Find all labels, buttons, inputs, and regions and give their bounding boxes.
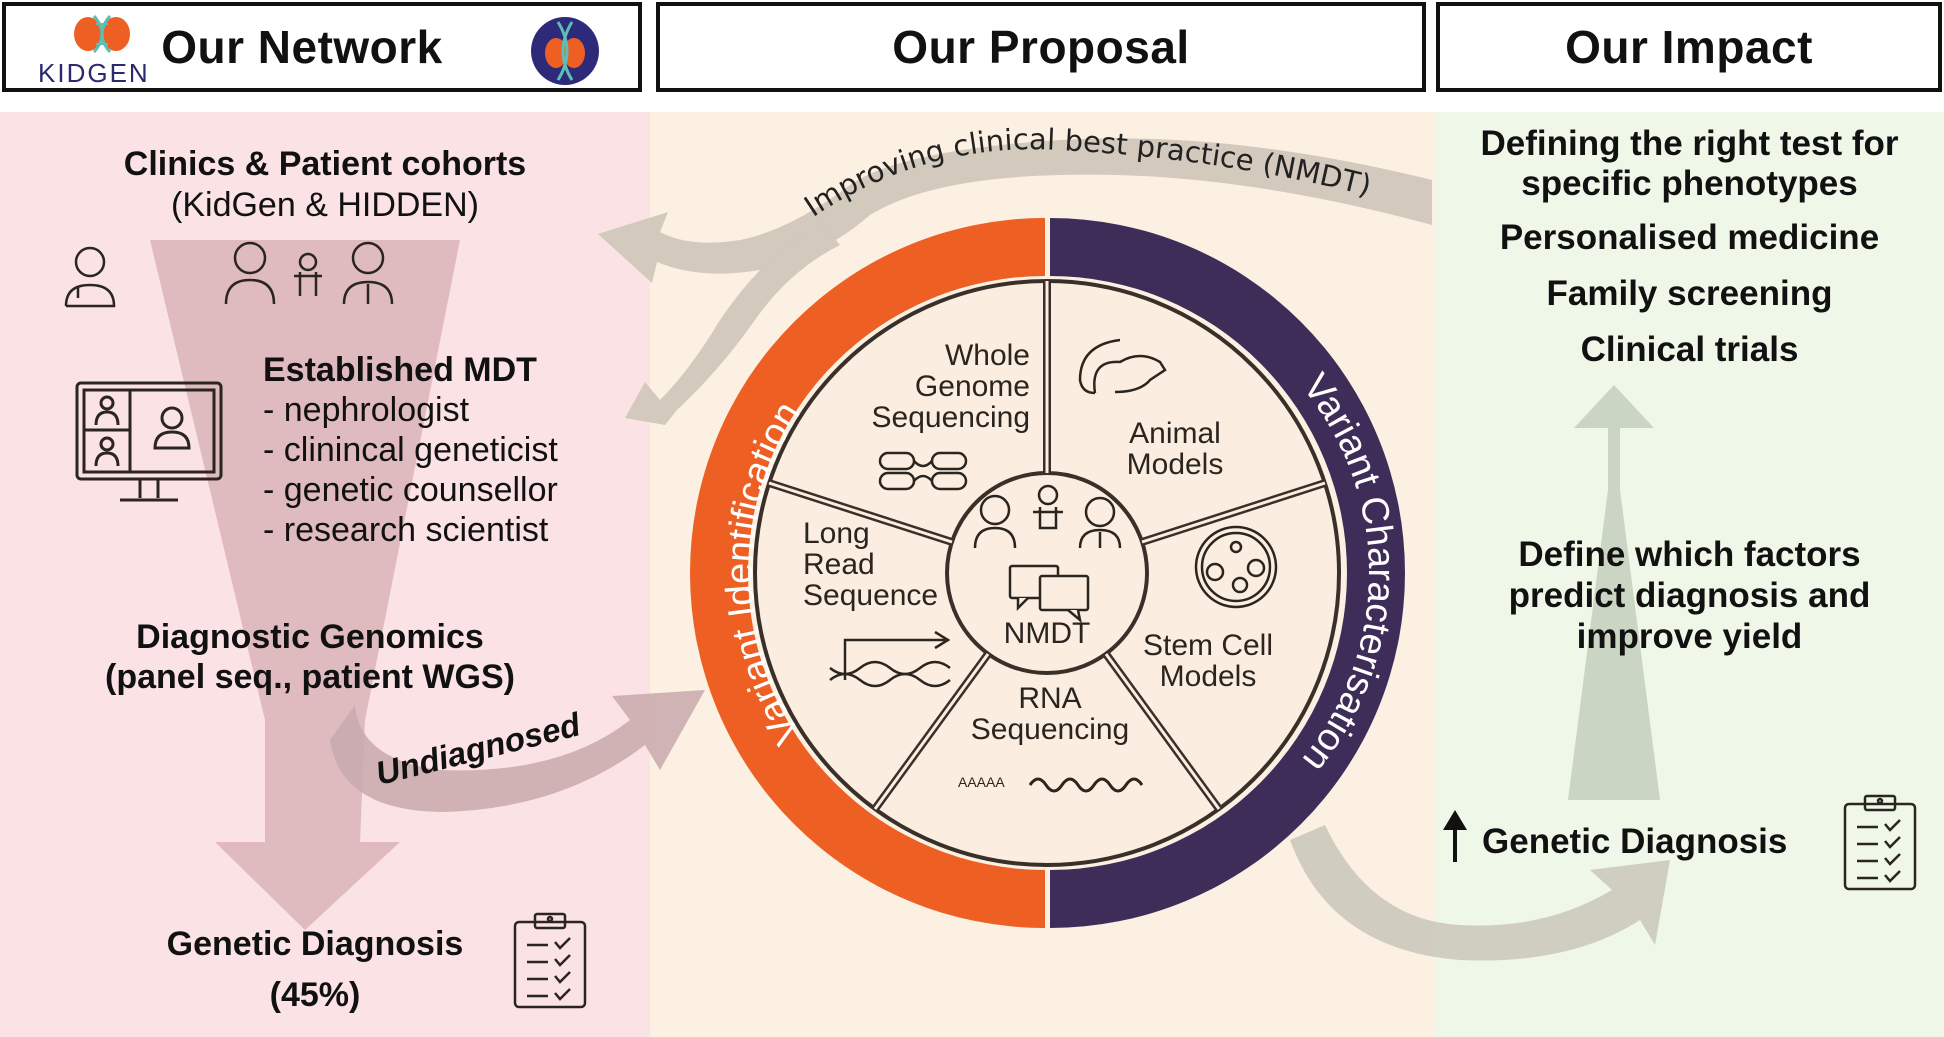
factors-line: Define which factors: [1518, 535, 1861, 574]
impact-diagnosis: Genetic Diagnosis: [1482, 822, 1788, 861]
impact-item: Clinical trials: [1580, 330, 1799, 369]
mdt-title: Established MDT: [263, 351, 537, 389]
rna-squiggle-icon: [1028, 777, 1144, 793]
dna-transcription-icon: [829, 630, 951, 688]
segment-animal: Animal Models: [1100, 418, 1250, 480]
header-title: Our Impact: [1565, 21, 1813, 73]
impact-item: Personalised medicine: [1499, 218, 1880, 257]
mdt-member: - genetic counsellor: [263, 471, 558, 509]
segment-wgs-line: Sequencing: [871, 401, 1030, 434]
up-arrow-icon: [1443, 810, 1467, 862]
video-conference-icon: [75, 381, 223, 502]
mdt-member: - research scientist: [263, 511, 549, 549]
segment-wgs: Whole Genome Sequencing: [840, 340, 1030, 433]
diagnosis-title: Genetic Diagnosis: [166, 925, 464, 963]
impact-panel: [1435, 112, 1944, 1037]
factors-block: Define which factors predict diagnosis a…: [1435, 534, 1944, 657]
kidney-dna-icon: [74, 15, 130, 53]
header-our-impact: Our Impact: [1436, 2, 1942, 92]
clinics-title: Clinics & Patient cohorts: [123, 145, 527, 183]
segment-long-read-line: Sequence: [803, 579, 939, 612]
center-nmdt-label: NMDT: [1003, 617, 1091, 650]
mdt-member: - clinincal geneticist: [263, 431, 558, 469]
factors-line: predict diagnosis and: [1508, 576, 1871, 615]
header-our-proposal: Our Proposal: [656, 2, 1426, 92]
genomics-title: Diagnostic Genomics: [136, 618, 484, 656]
impact-item: specific phenotypes: [1521, 164, 1858, 203]
impact-up-arrow: [1568, 385, 1660, 800]
segment-stem-cell-line: Models: [1159, 660, 1257, 693]
segment-stem-cell: Stem Cell Models: [1128, 630, 1288, 692]
kidgen-logo-text: KIDGEN: [38, 58, 150, 88]
header-our-network: KIDGEN Our Network: [2, 2, 642, 92]
header-title: Our Proposal: [892, 21, 1190, 73]
ring-variant-identification: [690, 218, 1045, 928]
funnel-arrow: [150, 240, 460, 930]
clipboard-icon: [513, 912, 587, 1009]
hidden-logo: [530, 16, 600, 91]
diagnosis-rate: (45%): [269, 976, 361, 1014]
segment-rna-line: Sequencing: [970, 713, 1130, 746]
factors-line: improve yield: [1576, 617, 1803, 656]
impact-item: Family screening: [1546, 274, 1833, 313]
segment-animal-line: Models: [1126, 448, 1224, 481]
chat-bubbles-icon: [1008, 564, 1090, 624]
segment-wgs-line: Whole: [944, 339, 1030, 372]
genomics-subtitle: (panel seq., patient WGS): [105, 658, 515, 696]
segment-rna-line: RNA: [1018, 682, 1082, 715]
mdt-member: - nephrologist: [263, 391, 470, 429]
mouse-icon: [1078, 338, 1167, 395]
segment-animal-line: Animal: [1129, 417, 1221, 450]
header-title: Our Network: [161, 21, 443, 73]
segment-wgs-line: Genome: [914, 370, 1030, 403]
mdt-block: Established MDT - nephrologist - clininc…: [263, 350, 558, 550]
ring-variant-characterisation: [1050, 218, 1405, 928]
petri-dish-icon: [1194, 525, 1278, 609]
segment-long-read-line: Long: [803, 517, 870, 550]
clipboard-icon-impact: [1843, 794, 1917, 891]
polya-tail: AAAAA: [958, 774, 1005, 790]
impact-list: Defining the right test for specific phe…: [1435, 124, 1944, 370]
impact-item: Defining the right test for: [1480, 124, 1899, 163]
family-icon: [973, 484, 1122, 549]
doctor-icon: [64, 246, 116, 308]
feedback-arrow-down: [625, 220, 840, 425]
segment-long-read-line: Read: [803, 548, 875, 581]
family-cohort-icon: [224, 241, 394, 305]
clinics-subtitle: (KidGen & HIDDEN): [171, 186, 479, 224]
hidden-dna-logo-icon: [531, 17, 599, 85]
segment-long-read: Long Read Sequence: [803, 518, 938, 611]
segment-stem-cell-line: Stem Cell: [1142, 629, 1274, 662]
segment-rna: RNA Sequencing: [950, 683, 1150, 745]
undiagnosed-arrow: [330, 690, 705, 812]
kidgen-logo: KIDGEN: [36, 12, 166, 88]
chromosome-icon: [878, 451, 968, 491]
to-impact-arrow: [1290, 825, 1670, 961]
